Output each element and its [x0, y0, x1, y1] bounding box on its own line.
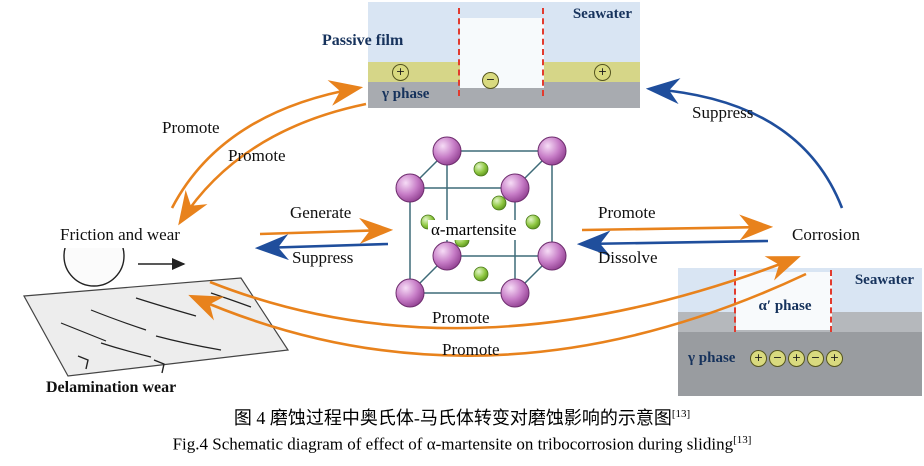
wear-sketch-inset: [6, 248, 292, 378]
dissolve-arrow: [576, 230, 769, 257]
film-free-gap: [460, 18, 544, 88]
delamination-wear-label: Delamination wear: [46, 379, 177, 396]
alpha-martensite-label: α-martensite: [428, 220, 520, 240]
crack-line: [100, 342, 152, 358]
promote-arrow-mid: [581, 214, 774, 241]
promote-label-mid: Promote: [598, 203, 656, 222]
positive-charge-icon: +: [750, 350, 767, 367]
wear-sketch-drawing: [23, 248, 290, 377]
seawater-label-right: Seawater: [854, 272, 914, 288]
positive-charge-icon: +: [826, 350, 843, 367]
alpha-prime-phase-label: α′ phase: [758, 298, 812, 314]
delamination-flake: [77, 355, 89, 370]
negative-charge-icon: −: [769, 350, 786, 367]
passive-film-strip-right: [544, 62, 640, 82]
dissolve-label: Dissolve: [598, 248, 658, 267]
promote-label-upper-a: Promote: [162, 118, 220, 137]
corrosion-label: Corrosion: [792, 225, 860, 244]
promote-label-bottom: Promote: [442, 340, 500, 359]
passive-film-strip-left: [368, 62, 460, 82]
caption-chinese-text: 图 4 磨蚀过程中奥氏体-马氏体转变对磨蚀影响的示意图: [233, 408, 672, 428]
generate-label: Generate: [290, 203, 352, 222]
caption-english-text: Fig.4 Schematic diagram of effect of α-m…: [172, 434, 734, 454]
generate-arrow: [259, 217, 394, 244]
dashed-boundary-right: [542, 8, 544, 96]
corrosion-inset: Seawater α′ phase γ phase + − + − +: [678, 268, 922, 396]
gamma-phase-label-right: γ phase: [688, 350, 736, 366]
promote-label-below-cube: Promote: [432, 308, 490, 327]
passive-film-inset: Seawater γ phase + − +: [368, 2, 640, 108]
caption-english: Fig.4 Schematic diagram of effect of α-m…: [0, 434, 924, 455]
suppress-label-mid: Suppress: [292, 248, 354, 267]
seawater-label-top: Seawater: [572, 6, 632, 22]
caption-english-ref: [13]: [733, 434, 752, 446]
gamma-phase-label-top: γ phase: [382, 86, 430, 102]
dashed-boundary-left: [734, 270, 736, 332]
passive-film-label: Passive film: [322, 32, 404, 49]
positive-charge-icon: +: [392, 64, 409, 81]
delamination-flake: [153, 359, 165, 374]
crack-line: [90, 309, 147, 331]
positive-charge-icon: +: [594, 64, 611, 81]
counterbody-ball: [63, 248, 125, 287]
caption-chinese: 图 4 磨蚀过程中奥氏体-马氏体转变对磨蚀影响的示意图[13]: [0, 404, 924, 430]
negative-charge-icon: −: [807, 350, 824, 367]
crack-line: [60, 322, 107, 342]
dashed-boundary-right: [830, 270, 832, 332]
promote-label-upper-b: Promote: [228, 146, 286, 165]
suppress-label-top: Suppress: [692, 103, 754, 122]
dashed-boundary-left: [458, 8, 460, 96]
caption-chinese-ref: [13]: [671, 408, 691, 420]
negative-charge-icon: −: [482, 72, 499, 89]
friction-and-wear-label: Friction and wear: [60, 225, 180, 244]
positive-charge-icon: +: [788, 350, 805, 367]
